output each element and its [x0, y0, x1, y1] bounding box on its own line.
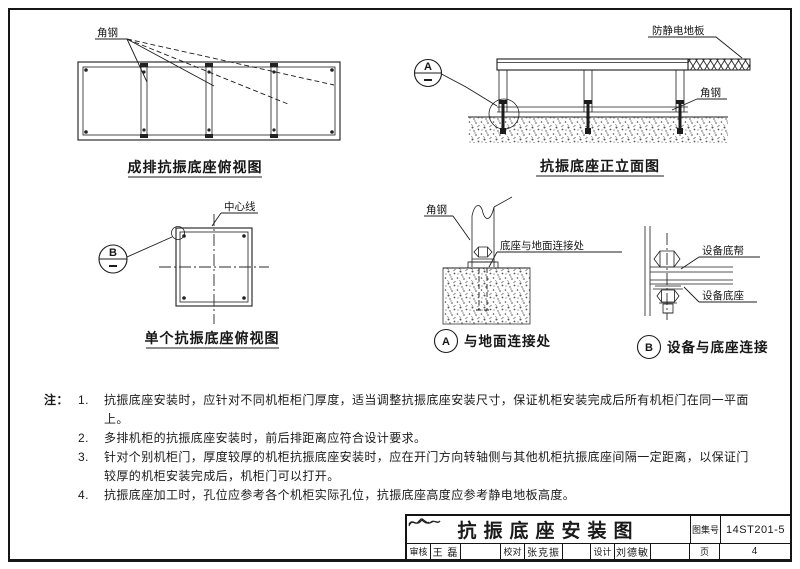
note-text: 多排机柜的抗振底座安装时，前后排距离应符合设计要求。 — [104, 431, 427, 445]
svg-text:设备与底座连接: 设备与底座连接 — [667, 339, 769, 355]
page-number: 4 — [719, 544, 790, 559]
note-item: 注： 1. 抗振底座安装时，应针对不同机柜柜门厚度，适当调整抗振底座安装尺寸，保… — [44, 391, 750, 429]
equipment-base-label: 设备底座 — [702, 289, 744, 302]
atlas-no-value: 14ST201-5 — [720, 516, 790, 543]
note-number: 4. — [78, 488, 89, 502]
anchor-bolts — [499, 100, 684, 134]
page-label: 页 — [689, 544, 719, 559]
note-text: 抗振底座加工时，孔位应参考各个机柜实际孔位，抗振底座高度应参考静电地板高度。 — [104, 488, 576, 502]
designer-signature — [408, 519, 689, 559]
title-block: 抗振底座安装图 图集号 14ST201-5 审核 王 磊 校对 张克振 设计 刘… — [405, 514, 790, 559]
note-text: 抗振底座安装时，应针对不同机柜柜门厚度，适当调整抗振底座安装尺寸，保证机柜安装完… — [104, 393, 749, 426]
svg-text:B: B — [109, 247, 117, 259]
detail-a-view: 角钢 底座与地面连接处 A 与地面连接处 — [424, 196, 622, 354]
notes-prefix: 注： — [44, 393, 69, 407]
checker-label: 校对 — [500, 544, 524, 559]
centerline-label: 中心线 — [224, 200, 256, 213]
single-base-plan-view: 中心线 B 单个抗振底座俯视图 — [98, 200, 280, 349]
svg-text:B: B — [645, 342, 653, 354]
elevation-view: 防静电地板 角钢 A 抗振底座正立面图 — [413, 24, 751, 177]
notes-section: 注： 1. 抗振底座安装时，应针对不同机柜柜门厚度，适当调整抗振底座安装尺寸，保… — [44, 391, 750, 505]
row-plan-caption: 成排抗振底座俯视图 — [128, 159, 263, 175]
note-item: 2. 多排机柜的抗振底座安装时，前后排距离应符合设计要求。 — [44, 429, 750, 448]
detail-marker-a: A — [413, 58, 520, 130]
note-text: 针对个别机柜门，厚度较厚的机柜抗振底座安装时，应在开门方向转轴侧与其他机柜抗振底… — [104, 450, 749, 483]
equipment-rim-label: 设备底帮 — [702, 244, 744, 257]
checker-name: 张克振 — [524, 544, 562, 559]
detail-b-view: 设备底帮 设备底座 B 设备与底座连接 — [636, 226, 769, 360]
note-item: 4. 抗振底座加工时，孔位应参考各个机柜实际孔位，抗振底座高度应参考静电地板高度… — [44, 486, 750, 505]
checker-signature — [408, 519, 590, 559]
svg-text:与地面连接处: 与地面连接处 — [464, 333, 551, 349]
angle-steel-label: 角钢 — [700, 86, 721, 99]
reviewer-label: 审核 — [409, 547, 428, 557]
angle-steel-label: 角钢 — [97, 26, 118, 39]
detail-b-caption: B 设备与底座连接 — [636, 334, 769, 360]
page-border — [8, 8, 792, 562]
atlas-no-label: 图集号 — [690, 516, 720, 543]
single-plan-caption: 单个抗振底座俯视图 — [145, 330, 280, 346]
detail-a-caption: A 与地面连接处 — [433, 328, 551, 354]
note-item: 3. 针对个别机柜门，厚度较厚的机柜抗振底座安装时，应在开门方向转轴侧与其他机柜… — [44, 448, 750, 486]
note-number: 2. — [78, 431, 89, 445]
elevation-caption: 抗振底座正立面图 — [540, 158, 660, 174]
svg-text:A: A — [424, 61, 432, 73]
reviewer-signature — [408, 518, 500, 559]
detail-marker-b: B — [98, 226, 185, 274]
angle-steel-label: 角钢 — [426, 203, 447, 216]
designer-name: 刘德敏 — [614, 544, 650, 559]
ground-connection-label: 底座与地面连接处 — [500, 239, 584, 252]
drawing-title: 抗振底座安装图 — [457, 521, 640, 542]
svg-text:A: A — [442, 336, 450, 348]
note-number: 3. — [78, 450, 89, 464]
antistatic-floor-label: 防静电地板 — [652, 24, 705, 37]
row-bases-plan-view: 角钢 成排抗振底座俯视图 — [77, 26, 341, 178]
reviewer-name: 王 磊 — [430, 544, 460, 559]
note-number: 1. — [78, 393, 89, 407]
designer-label: 设计 — [590, 544, 614, 559]
